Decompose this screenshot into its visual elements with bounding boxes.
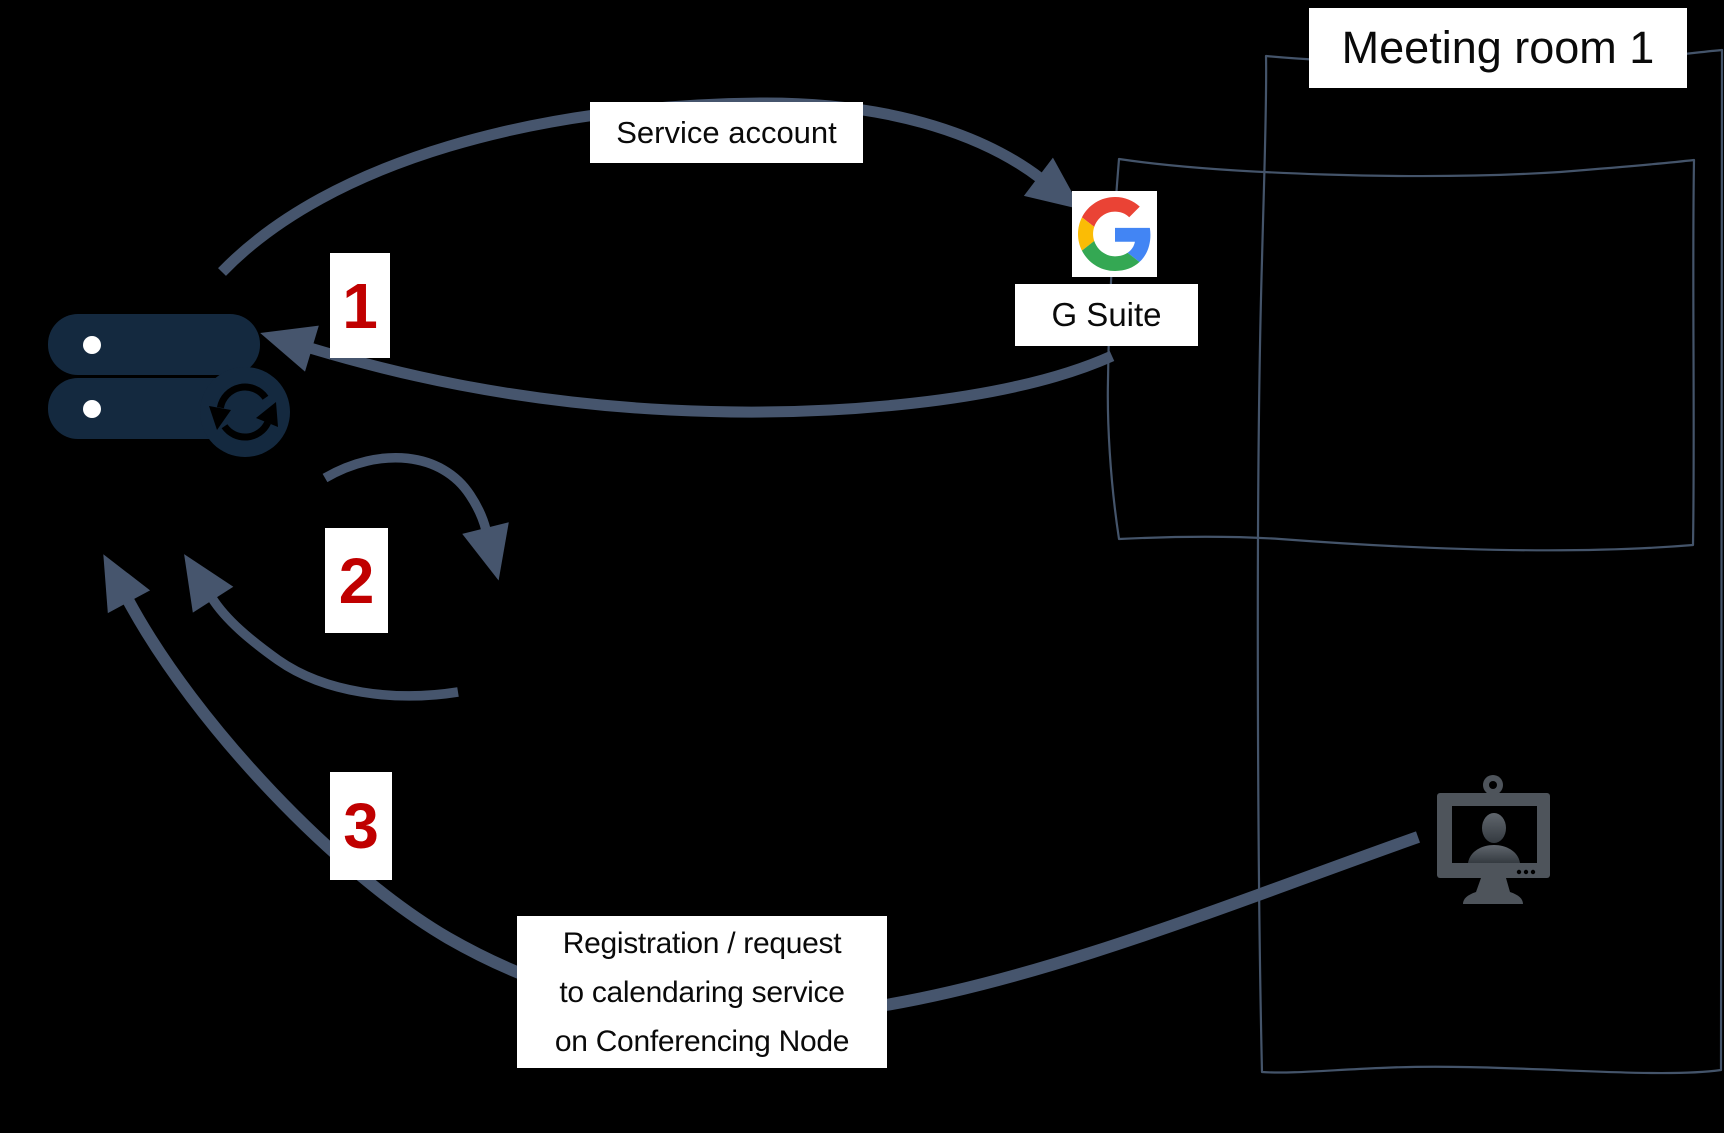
step-3-badge: 3 xyxy=(330,772,392,880)
registration-line-1: Registration / request xyxy=(562,926,842,960)
step-1-badge: 1 xyxy=(330,253,390,358)
endpoint-stand xyxy=(1463,878,1523,904)
server-led-bottom xyxy=(83,400,101,418)
meeting-room-outline xyxy=(1256,48,1724,1075)
service-account-label: Service account xyxy=(590,102,863,163)
meeting-room-label: Meeting room 1 xyxy=(1309,8,1687,88)
registration-line-3: on Conferencing Node xyxy=(554,1024,850,1058)
google-g-logo-icon xyxy=(1072,191,1157,277)
video-conference-endpoint-icon xyxy=(1437,775,1550,904)
endpoint-person-silhouette xyxy=(1468,813,1520,863)
registration-label: Registration / request to calendaring se… xyxy=(517,916,887,1068)
inner-room-outline xyxy=(1106,157,1696,552)
server-led-top xyxy=(83,336,101,354)
google-g-glyph xyxy=(1077,197,1150,271)
registration-line-2: to calendaring service xyxy=(559,975,845,1009)
gsuite-label: G Suite xyxy=(1015,284,1198,346)
sync-arrows-icon xyxy=(200,367,290,457)
step-1-number: 1 xyxy=(342,269,378,342)
step-3-number: 3 xyxy=(343,790,379,862)
step-2-number: 2 xyxy=(338,544,375,617)
step-2-badge: 2 xyxy=(325,528,388,633)
arrow-sync-cycle-top xyxy=(322,452,509,581)
arrow-gsuite-to-server xyxy=(260,325,1115,418)
arrow-sync-cycle-bottom xyxy=(184,554,459,701)
management-node-server-icon xyxy=(48,314,290,457)
